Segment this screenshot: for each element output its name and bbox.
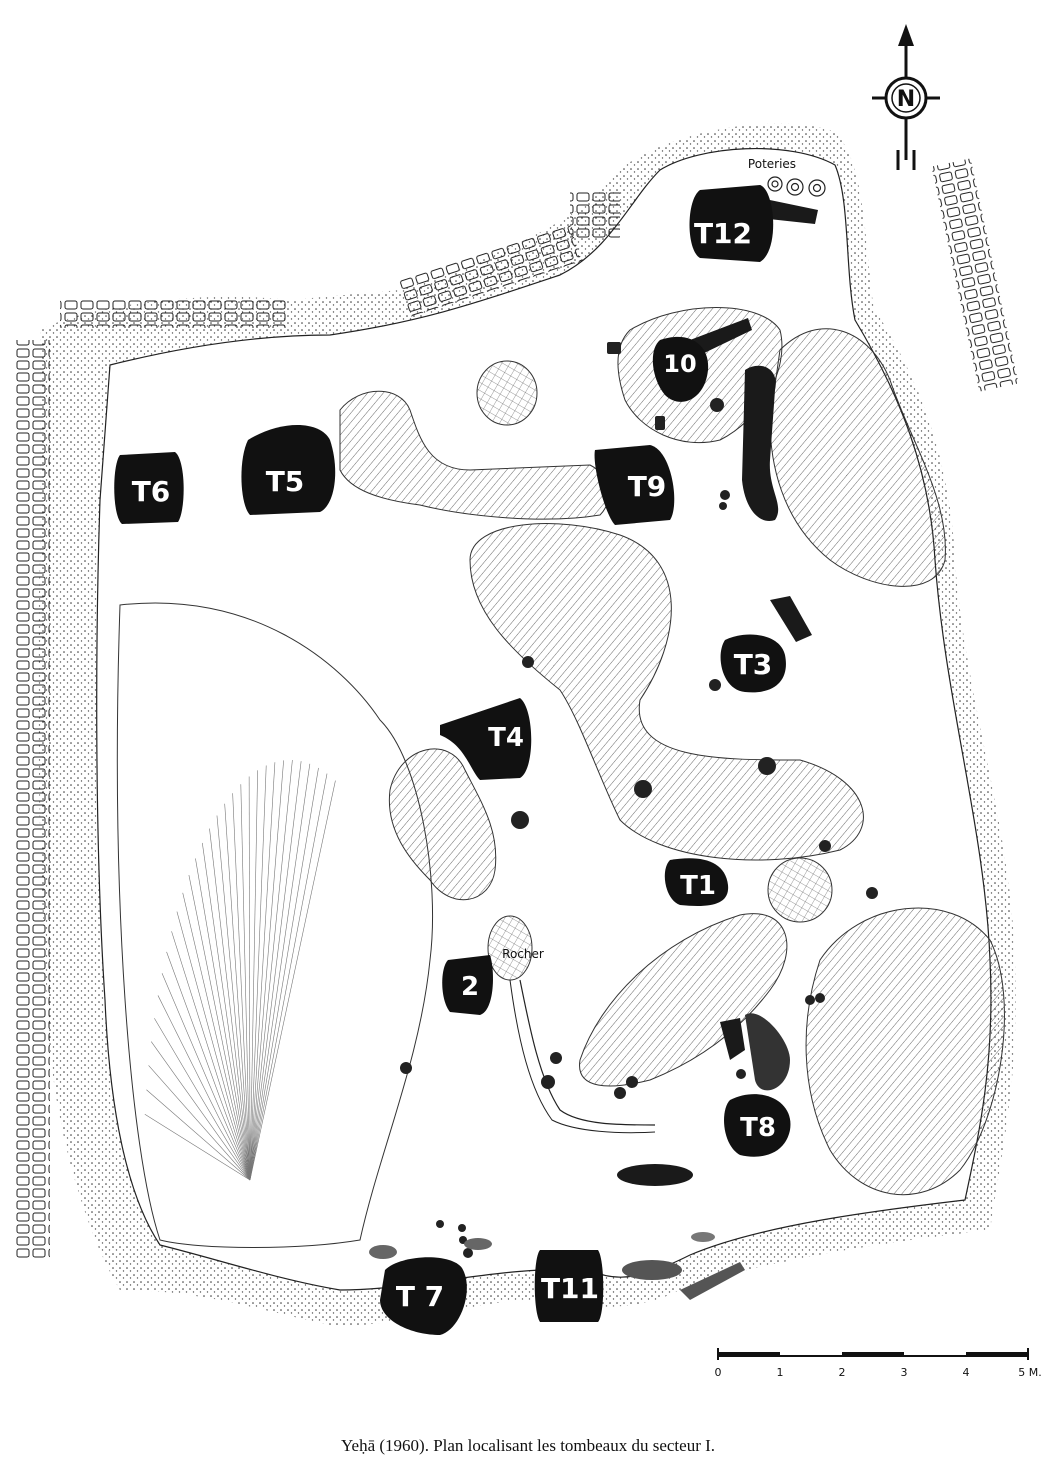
fan-line	[195, 858, 251, 1181]
north-arrow-icon: N	[872, 24, 940, 170]
fan-line	[188, 875, 251, 1181]
tomb-t4-label: T4	[488, 723, 524, 753]
mound-east	[769, 328, 946, 587]
stele-7	[720, 1018, 745, 1060]
fan-line	[146, 1089, 251, 1181]
fan-line	[249, 773, 328, 1181]
fan-line	[249, 762, 276, 1181]
stelae	[617, 198, 818, 1300]
tomb-t7	[380, 1257, 467, 1335]
rubble-fan-lines	[144, 760, 336, 1181]
stele-2	[690, 318, 752, 355]
tomb-t8-label: T8	[740, 1113, 776, 1143]
stele-5	[680, 1262, 745, 1300]
tomb-t1	[664, 858, 729, 906]
tomb-t9-label: T9	[628, 470, 667, 503]
tomb-t5-label: T5	[266, 465, 305, 498]
fan-line	[232, 793, 251, 1181]
mound-small-1	[476, 360, 538, 426]
scale-tick-2: 2	[839, 1366, 846, 1379]
poteries-label: Poteries	[748, 157, 796, 171]
fan-line	[157, 995, 251, 1181]
fan-line	[249, 763, 311, 1181]
fan-line	[249, 761, 302, 1181]
fan-line	[224, 803, 251, 1181]
fan-line	[249, 760, 284, 1181]
fan-line	[249, 770, 258, 1181]
fan-line	[249, 780, 336, 1181]
tomb-t8	[724, 1094, 791, 1157]
tomb-t10-label: 10	[663, 350, 696, 378]
scale-tick-5: 5 M.	[1018, 1366, 1041, 1379]
stele-4	[760, 198, 818, 224]
fan-line	[176, 911, 251, 1181]
fan-line	[249, 765, 267, 1181]
stone-wall-north	[398, 223, 582, 317]
tomb-t6	[114, 452, 184, 524]
fan-line	[202, 842, 251, 1181]
figure-caption: Yeḥā (1960). Plan localisant les tombeau…	[340, 1436, 716, 1455]
tomb-t5	[241, 425, 336, 515]
mound-southeast	[805, 907, 1005, 1196]
mound-small-2	[767, 857, 833, 923]
rubble-fan	[116, 602, 434, 1248]
tomb-t7-label: T 7	[396, 1280, 444, 1313]
fan-line	[154, 1018, 251, 1181]
north-letter: N	[897, 87, 915, 112]
small-stones	[369, 342, 878, 1259]
tomb-t11	[534, 1250, 604, 1322]
pottery-icon	[767, 176, 826, 197]
fan-line	[148, 1065, 251, 1181]
scale-tick-1: 1	[777, 1366, 784, 1379]
stone-oval-2	[622, 1260, 682, 1280]
fan-line	[240, 784, 251, 1181]
tomb-t9	[594, 445, 675, 525]
scale-tick-4: 4	[963, 1366, 970, 1379]
fan-line	[249, 760, 293, 1181]
stone-oval-1	[617, 1164, 693, 1186]
fan-line	[161, 973, 251, 1181]
tombs: T12 10 T6 T5 T9 T3 T4 T1 2 T8 T 7 T11	[114, 185, 791, 1335]
fan-line	[209, 828, 251, 1181]
tomb-t6-label: T6	[132, 475, 171, 508]
scale-tick-0: 0	[715, 1366, 722, 1379]
channel-line	[519, 979, 656, 1126]
mound-center	[469, 523, 864, 861]
fan-line	[171, 931, 251, 1181]
tomb-t3	[720, 634, 786, 693]
scale-bar: 0 1 2 3 4 5 M.	[715, 1348, 1042, 1379]
stone-wall-east	[931, 158, 1019, 392]
fan-line	[249, 767, 319, 1181]
tomb-t12	[689, 185, 774, 262]
fan-line	[182, 892, 251, 1181]
fan-line	[144, 1114, 251, 1181]
tomb-t3-label: T3	[734, 648, 773, 681]
scale-tick-3: 3	[901, 1366, 908, 1379]
tomb-t11-label: T11	[541, 1272, 599, 1305]
tomb-t12-label: T12	[694, 217, 752, 250]
fan-line	[248, 776, 251, 1181]
fan-line	[150, 1041, 251, 1181]
stele-1	[742, 365, 779, 521]
fan-line	[166, 951, 251, 1181]
tomb-t10	[652, 336, 709, 402]
tomb-t1-label: T1	[680, 871, 716, 901]
rocher-label: Rocher	[502, 947, 544, 961]
stone-wall-northwest	[60, 298, 286, 328]
mound-near-t4	[388, 748, 497, 901]
channel-line-2	[509, 979, 656, 1134]
stone-wall-north2	[570, 190, 620, 240]
tomb-t2	[442, 955, 493, 1015]
fan-line	[216, 815, 251, 1181]
tomb-t2-label: 2	[461, 972, 479, 1002]
stele-6	[745, 1013, 790, 1091]
stone-wall-west	[16, 340, 50, 1260]
tomb-t4	[440, 698, 532, 780]
stele-3	[770, 596, 812, 642]
